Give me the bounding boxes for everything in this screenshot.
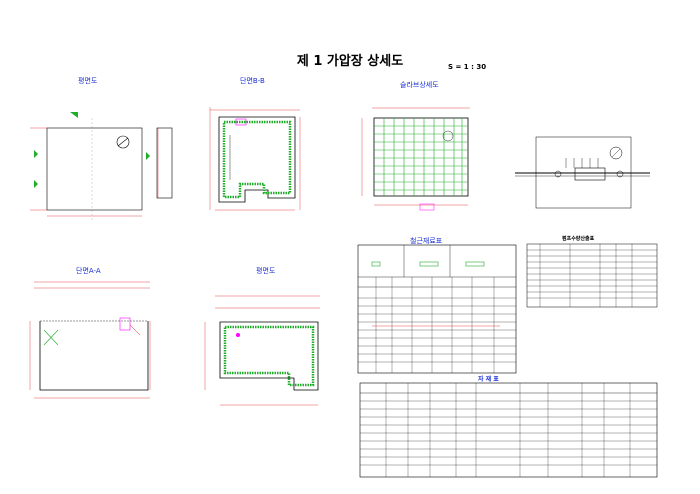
pump-spec-table: [526, 243, 658, 308]
view-label-section-b: 단면B-B: [240, 77, 265, 85]
view-label-section-a: 단면A-A: [76, 267, 101, 275]
slab-detail-view: [361, 107, 470, 211]
section-arrow-right: [146, 152, 150, 160]
view-label-floor-plan: 평면도: [256, 267, 276, 275]
view-label-slab: 슬라브상세도: [400, 81, 439, 89]
section-markers: [34, 112, 150, 188]
view-label-rebar-table: 철근재료표: [410, 237, 443, 245]
section-b-view: [209, 107, 301, 211]
sheet-title: 제 1 가압장 상세도: [296, 54, 404, 69]
rebar-material-table: [357, 244, 517, 374]
material-table: [359, 382, 658, 478]
pump-spec-table-title: 펌프수량산출표: [562, 236, 595, 242]
section-arrow-left-bottom: [34, 180, 38, 188]
section-a-view: [29, 281, 151, 399]
section-arrow-top-left: [70, 112, 78, 118]
view-label-plan: 평면도: [78, 77, 98, 85]
sheet-scale: S = 1 : 30: [448, 63, 487, 71]
section-arrow-left-top: [34, 150, 38, 158]
pump-piping-detail: [515, 136, 650, 209]
plan-view: [30, 118, 173, 222]
floor-plan-view: [204, 295, 320, 406]
material-table-title: 자 재 표: [478, 376, 499, 383]
